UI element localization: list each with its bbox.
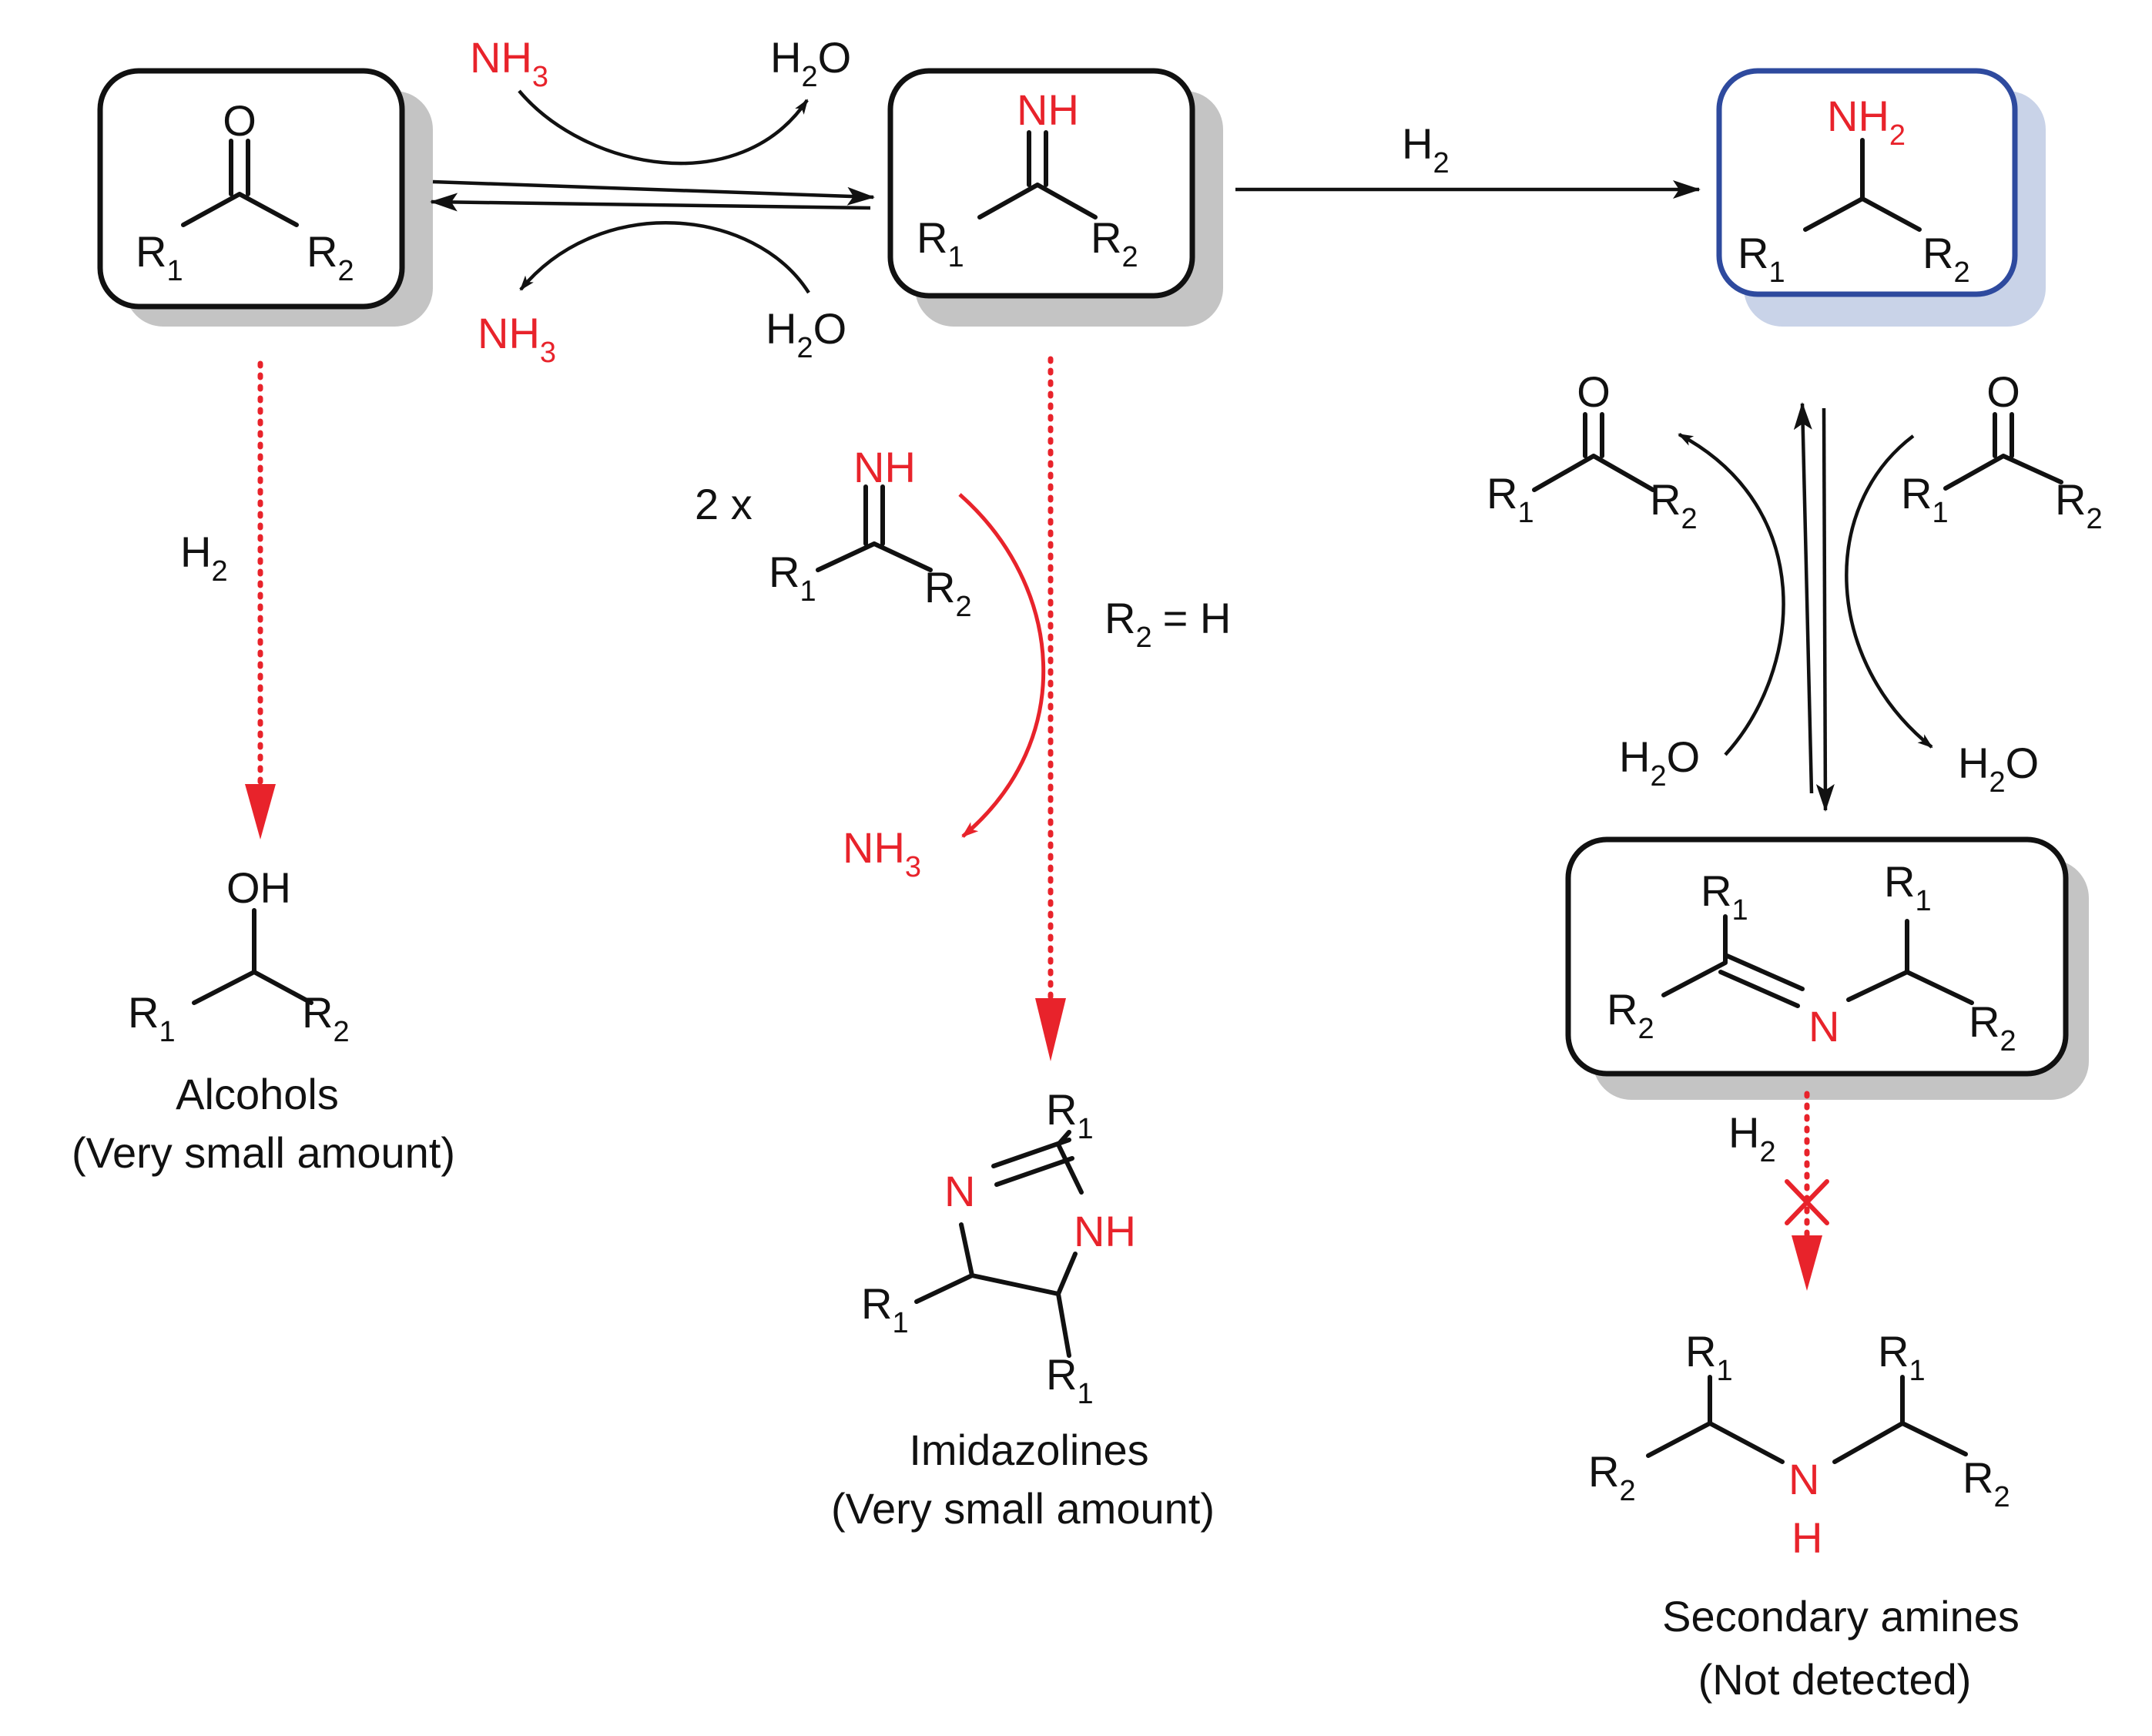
ketone-bonds xyxy=(181,192,299,227)
ketone-release-curved-arrow xyxy=(1678,433,1785,756)
secondary-amine-right-bonds xyxy=(1832,1375,1968,1464)
consumed-ketone-bonds xyxy=(1943,412,2063,491)
alcohol-arrowhead xyxy=(245,784,276,840)
blocked-hydrogenation: H2 xyxy=(1728,1091,1829,1291)
imidazoline-ring-bonds xyxy=(914,1130,1084,1358)
secondary-imine-box-frame xyxy=(1565,836,2069,1077)
released-ketone-r2: R2 xyxy=(1650,475,1698,535)
secondary-amine-r1-right: R1 xyxy=(1878,1327,1926,1387)
released-ketone-r1: R1 xyxy=(1487,469,1534,529)
blocked-cross-icon xyxy=(1785,1179,1829,1225)
alcohols-note: (Very small amount) xyxy=(72,1128,455,1177)
secondary-amines-note: (Not detected) xyxy=(1698,1655,1972,1704)
ketone-r2: R2 xyxy=(307,227,354,287)
nh3-released-label: NH3 xyxy=(478,309,556,369)
ketone-r1: R1 xyxy=(136,227,183,287)
imidazoline-r1-top: R1 xyxy=(1046,1085,1094,1145)
consumed-ketone-r2: R2 xyxy=(2055,475,2103,535)
alcohol-path: H2 OH R1 R2 Alcohols (Very small amount) xyxy=(72,360,455,1177)
h2o-left-label: H2O xyxy=(1619,732,1700,793)
alcohols-caption: Alcohols xyxy=(176,1070,339,1118)
imine-c-n-double-bond xyxy=(1027,130,1048,187)
imidazoline-nh: NH xyxy=(1074,1207,1136,1255)
alcohol-oh: OH xyxy=(226,863,291,912)
secondary-amine-r1-left: R1 xyxy=(1685,1327,1733,1387)
alcohol-h2-label: H2 xyxy=(180,528,228,588)
ketone-c-o-double-bond xyxy=(229,139,250,196)
secondary-imine-r1-left: R1 xyxy=(1701,866,1748,927)
primary-amine-box: NH2 R1 R2 xyxy=(1716,68,2046,327)
ketone-oxygen: O xyxy=(223,96,256,145)
h2o-reagent-label: H2O xyxy=(766,304,846,364)
two-x-label: 2 x xyxy=(695,480,753,528)
secondary-imine-box: N R1 R2 R1 R2 xyxy=(1565,836,2089,1100)
imidazoline-r1-left: R1 xyxy=(861,1279,909,1339)
secondary-imine-r1-right: R1 xyxy=(1884,857,1932,917)
secondary-imine-right-bonds xyxy=(1846,919,1974,1005)
blocked-h2-label: H2 xyxy=(1728,1108,1776,1168)
secondary-imine-r2-right: R2 xyxy=(1969,997,2016,1057)
reactant-imine-r2: R2 xyxy=(924,563,972,623)
alcohol-r1: R1 xyxy=(128,988,176,1048)
primary-amine-nh2: NH2 xyxy=(1827,92,1906,152)
secondary-imine-r2-left: R2 xyxy=(1607,985,1654,1045)
nh3-in-curved-arrow xyxy=(518,89,809,166)
imine-bonds xyxy=(977,183,1098,220)
released-ketone-o: O xyxy=(1577,367,1611,416)
consumed-ketone-r1: R1 xyxy=(1901,469,1949,529)
h2o-in-curved-arrow xyxy=(519,221,810,294)
secondary-amine-n: N xyxy=(1788,1455,1819,1503)
r2-equals-h-label: R2= H xyxy=(1104,594,1231,654)
secondary-imine-equilibrium: O R1 R2 O R1 R2 H2O H2O xyxy=(1487,367,2103,812)
h2o-byproduct-label: H2O xyxy=(770,33,851,93)
primary-amine-r2: R2 xyxy=(1922,229,1970,289)
ketone-consume-curved-arrow xyxy=(1845,434,1933,749)
imidazolines-note: (Very small amount) xyxy=(831,1484,1215,1533)
down-arrow xyxy=(1815,407,1835,812)
secondary-amines-caption: Secondary amines xyxy=(1662,1592,2020,1640)
reactant-imine-double-bond xyxy=(863,484,885,546)
reactant-imine-bonds xyxy=(816,541,933,572)
secondary-amine: N H R1 R2 R1 R2 Secondary amines (Not de… xyxy=(1588,1327,2020,1704)
secondary-imine-n: N xyxy=(1808,1002,1839,1051)
reverse-arrow xyxy=(430,193,871,212)
ammonia-release-curved-arrow xyxy=(958,493,1046,838)
secondary-imine-c-n-double-bond xyxy=(1718,953,1805,1008)
secondary-amine-r2-right: R2 xyxy=(1963,1453,2010,1513)
ammonia-released-label: NH3 xyxy=(843,823,921,883)
consumed-ketone-o: O xyxy=(1986,367,2020,416)
primary-amine-bonds xyxy=(1803,138,1922,232)
ketone-box-frame xyxy=(97,68,405,310)
alcohol-r2: R2 xyxy=(302,988,350,1048)
secondary-amine-left-bonds xyxy=(1646,1375,1785,1464)
ketone-box: O R1 R2 xyxy=(97,68,433,327)
imidazoline-arrowhead xyxy=(1035,998,1066,1061)
secondary-amine-h: H xyxy=(1792,1513,1822,1562)
released-ketone-bonds xyxy=(1532,412,1655,492)
imine-r2: R2 xyxy=(1091,213,1138,273)
nh3-reagent-label: NH3 xyxy=(470,33,548,93)
forward-arrow xyxy=(432,179,875,206)
blocked-arrowhead xyxy=(1792,1235,1822,1291)
imine-box: NH R1 R2 xyxy=(887,68,1223,327)
imine-hydrogenation: H2 xyxy=(1235,119,1701,199)
primary-amine-r1: R1 xyxy=(1738,229,1785,289)
secondary-amine-r2-left: R2 xyxy=(1588,1447,1636,1507)
imidazoline-path: 2 x NH R1 R2 NH3 R2= H N NH R1 R1 R1 Imi… xyxy=(695,356,1231,1533)
imidazoline-n: N xyxy=(944,1167,975,1215)
primary-amine-box-frame xyxy=(1716,68,2018,297)
imine-r1: R1 xyxy=(917,213,964,273)
imidazolines-caption: Imidazolines xyxy=(909,1426,1148,1474)
imidazoline-r1-bottom: R1 xyxy=(1046,1350,1094,1410)
alcohol-bonds xyxy=(192,908,313,1005)
reactant-imine-nh: NH xyxy=(853,443,916,491)
up-arrow xyxy=(1793,402,1814,794)
reactant-imine-r1: R1 xyxy=(769,548,816,608)
hydrogenation-h2-label: H2 xyxy=(1402,119,1450,179)
h2o-right-label: H2O xyxy=(1958,739,2039,799)
imine-box-frame xyxy=(887,68,1195,299)
ketone-imine-equilibrium: NH3 H2O NH3 H2O xyxy=(430,33,875,369)
imine-nh: NH xyxy=(1017,85,1079,134)
